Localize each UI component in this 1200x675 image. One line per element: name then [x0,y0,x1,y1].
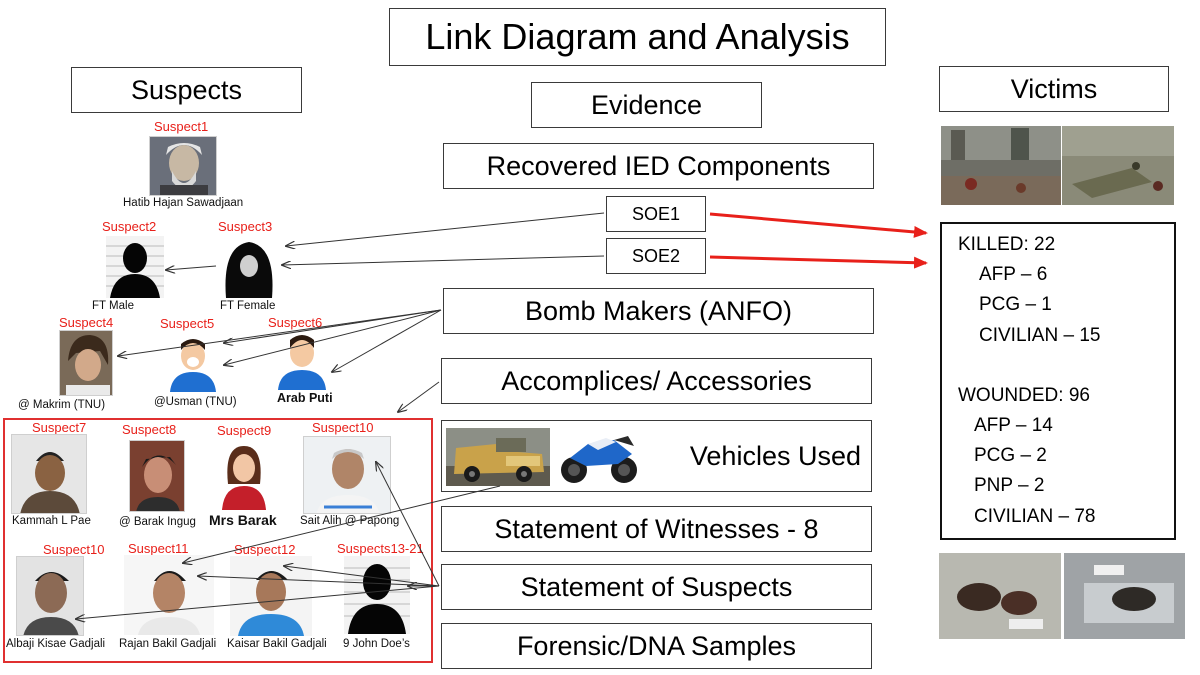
suspect2-photo [106,236,164,298]
suspect11-name: Rajan Bakil Gadjali [119,638,217,650]
suspect9-name: Mrs Barak [209,512,277,528]
wounded-pnp: PNP – 2 [974,475,1045,497]
killed-pcg: PCG – 1 [979,294,1052,316]
suspect10b-photo [16,556,84,636]
suspect4-name: @ Makrim (TNU) [18,399,106,411]
suspect4-tag: Suspect4 [59,315,114,330]
suspect2-tag: Suspect2 [102,219,157,234]
suspect3-name: FT Female [220,300,276,312]
suspect11-photo [124,555,214,635]
suspect12-tag: Suspect12 [234,542,296,557]
arrow-bombmakers-suspect6 [332,309,442,372]
suspect8-tag: Suspect8 [122,422,177,437]
suspect10a-tag: Suspect10 [312,420,374,435]
suspect12-name: Kaisar Bakil Gadjali [227,638,327,650]
suspect12-photo [230,556,312,636]
killed-total: KILLED: 22 [958,234,1056,255]
suspect5-photo [166,332,220,392]
wounded-civilian: CIVILIAN – 78 [974,505,1096,527]
arrow-soe1-suspect3 [286,212,605,246]
wounded-afp: AFP – 14 [974,415,1053,437]
suspect7-name: Kammah L Pae [12,515,91,527]
suspects13-21-tag: Suspects13-21 [337,541,424,556]
suspect4-photo [59,330,113,396]
arrow-accomplices-group [398,381,440,412]
bombing-scene-photo-1 [941,126,1061,205]
suspect7-photo [11,434,87,514]
suspect5-tag: Suspect5 [160,316,215,331]
suspect3-photo [218,236,280,298]
accomplices-box: Accomplices/ Accessories [441,358,872,404]
killed-afp: AFP – 6 [979,264,1048,286]
arrow-soe2-victims [709,255,928,269]
suspect10b-name: Albaji Kisae Gadjali [6,638,106,650]
soe1-box: SOE1 [606,196,706,232]
suspect5-name: @Usman (TNU) [154,396,237,408]
suspect1-tag: Suspect1 [154,119,209,134]
suspect8-name: @ Barak Ingug [119,516,196,528]
suspect-statements-box: Statement of Suspects [441,564,872,610]
victims-count-box: KILLED: 22 AFP – 6 PCG – 1 CIVILIAN – 15… [940,222,1176,540]
suspect1-photo [149,136,217,196]
arrow-bombmakers-suspect5a [224,309,442,343]
suspect11-tag: Suspect11 [128,541,189,556]
soe2-box: SOE2 [606,238,706,274]
suspect1-name: Hatib Hajan Sawadjaan [123,197,244,209]
forensic-dna-box: Forensic/DNA Samples [441,623,872,669]
victims-header: Victims [939,66,1169,112]
arrow-soe2-suspect3 [282,255,605,265]
casualty-photo-2 [1064,553,1185,639]
suspect10a-photo [303,436,391,514]
wounded-pcg: PCG – 2 [974,445,1047,467]
suspects13-21-name: 9 John Doe’s [343,638,410,650]
suspect9-tag: Suspect9 [217,423,272,438]
evidence-header: Evidence [531,82,762,128]
suspects-header: Suspects [71,67,302,113]
jeep-image [446,428,550,486]
suspect10b-tag: Suspect10 [43,542,105,557]
suspects13-21-photo [344,556,410,634]
ied-components-box: Recovered IED Components [443,143,874,189]
suspect2-name: FT Male [92,300,134,312]
diagram-title: Link Diagram and Analysis [389,8,886,66]
suspect8-photo [129,440,185,512]
motorcycle-image [558,428,640,488]
arrow-suspect3-suspect2 [166,266,217,270]
arrow-soe1-victims [709,212,928,238]
bomb-makers-box: Bomb Makers (ANFO) [443,288,874,334]
vehicles-label: Vehicles Used [689,440,861,471]
witness-statements-box: Statement of Witnesses - 8 [441,506,872,552]
suspect6-photo [274,328,330,390]
suspect7-tag: Suspect7 [32,420,87,435]
killed-civilian: CIVILIAN – 15 [979,324,1101,346]
arrow-bombmakers-suspect5b [224,309,442,365]
bombing-scene-photo-2 [1062,126,1174,205]
casualty-photo-1 [939,553,1061,639]
suspect9-photo [216,440,272,510]
wounded-total: WOUNDED: 96 [958,384,1090,406]
suspect6-name: Arab Puti [277,391,333,405]
suspect10a-name: Sait Alih @ Papong [300,515,400,527]
suspect3-tag: Suspect3 [218,219,273,234]
